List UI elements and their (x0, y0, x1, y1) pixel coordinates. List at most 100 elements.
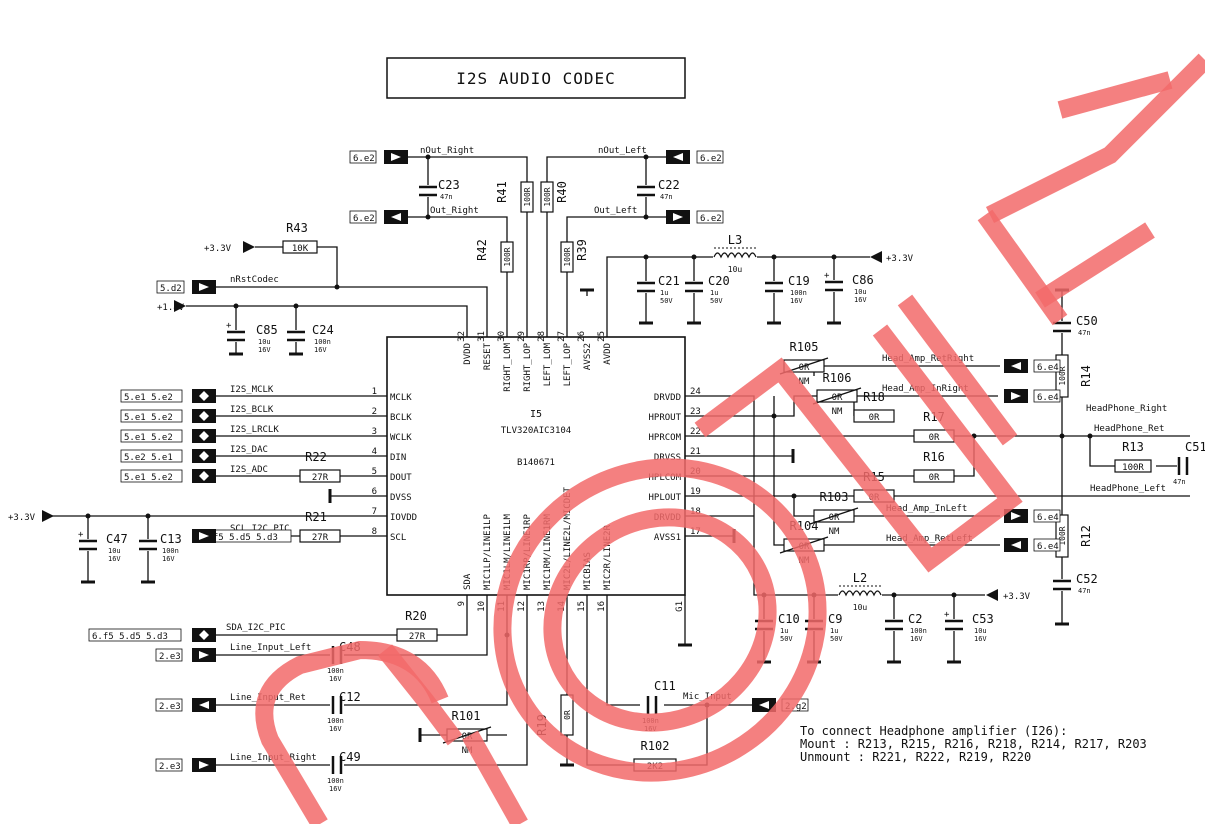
ic-pin-name: LEFT_LOP (563, 342, 573, 386)
svg-text:10u: 10u (728, 265, 743, 274)
net-adc: I2S_ADC (230, 465, 268, 475)
resistor-r21: 27R R21 (299, 510, 341, 543)
ic-code: B140671 (517, 458, 555, 468)
note-line-1: To connect Headphone amplifier (I26): (800, 724, 1067, 738)
ic-pin-name: RIGHT_LOM (503, 342, 513, 391)
ic-pin-name: HPLCOM (648, 473, 681, 483)
offpage-mclk: 5.e1 5.e2 (120, 389, 216, 403)
svg-text:6.e4: 6.e4 (1037, 542, 1059, 552)
svg-text:47n: 47n (1078, 587, 1091, 595)
svg-text:C13: C13 (160, 532, 182, 546)
ic-pin-num: 32 (457, 331, 467, 342)
ic-pin-name: DRVSS (654, 453, 681, 463)
ic-pin-name: HPROUT (648, 413, 681, 423)
ic-pin-num: 21 (690, 447, 701, 457)
offpage-hamp-retleft: 6.e4 (1004, 538, 1061, 552)
svg-text:16V: 16V (329, 725, 342, 733)
svg-text:R102: R102 (641, 739, 670, 753)
svg-text:100R: 100R (1058, 526, 1067, 545)
offpage-line-left: 2.e3 (155, 648, 216, 662)
svg-text:100R: 100R (563, 247, 572, 266)
svg-text:NM: NM (832, 407, 843, 417)
offpage-scl: 6.f5 5.d5 5.d3 (192, 529, 292, 543)
net-out-left: Out_Left (594, 206, 637, 216)
ic-pin-num: 19 (690, 487, 701, 497)
svg-text:C12: C12 (339, 690, 361, 704)
net-out-right: Out_Right (430, 206, 479, 216)
ic-pin-name: MCLK (390, 393, 412, 403)
svg-text:1u: 1u (780, 627, 788, 635)
svg-text:2.e3: 2.e3 (159, 652, 181, 662)
svg-text:47n: 47n (440, 193, 453, 201)
svg-text:27R: 27R (312, 533, 329, 543)
svg-text:50V: 50V (830, 635, 843, 643)
ic-pin-num: 25 (597, 331, 607, 342)
svg-text:100R: 100R (503, 247, 512, 266)
svg-text:47n: 47n (660, 193, 673, 201)
svg-text:27R: 27R (409, 632, 426, 642)
ic-pin-name: DOUT (390, 473, 412, 483)
svg-text:R106: R106 (823, 371, 852, 385)
svg-text:10K: 10K (292, 244, 309, 254)
svg-text:R21: R21 (305, 510, 327, 524)
net-bclk: I2S_BCLK (230, 405, 274, 415)
svg-text:C47: C47 (106, 532, 128, 546)
net-line-left: Line_Input_Left (230, 643, 311, 653)
svg-text:2.e3: 2.e3 (159, 702, 181, 712)
svg-text:16V: 16V (790, 297, 803, 305)
ic-pin-name: MIC1LM/LINE1LM (503, 514, 513, 590)
svg-text:C21: C21 (658, 274, 680, 288)
svg-text:C85: C85 (256, 323, 278, 337)
ic-pin-name: DVDD (463, 343, 473, 365)
svg-text:50V: 50V (660, 297, 673, 305)
svg-text:10u: 10u (108, 547, 121, 555)
svg-text:100n: 100n (327, 777, 344, 785)
rail-label-33v-left: +3.3V (8, 513, 36, 523)
ic-pin-num: 29 (517, 331, 527, 342)
svg-text:C22: C22 (658, 178, 680, 192)
svg-text:5.e1 5.e2: 5.e1 5.e2 (124, 393, 173, 403)
svg-text:100n: 100n (327, 717, 344, 725)
ic-pin-num: 1 (372, 387, 377, 397)
ic-pin-name: DVSS (390, 493, 412, 503)
svg-text:C49: C49 (339, 750, 361, 764)
svg-text:R12: R12 (1079, 525, 1093, 547)
svg-text:2.g2: 2.g2 (785, 702, 807, 712)
svg-text:50V: 50V (780, 635, 793, 643)
ic-pin-num: 4 (372, 447, 377, 457)
ic-pins: 32DVDD31RESET30RIGHT_LOM29RIGHT_LOP28LEF… (372, 331, 701, 612)
svg-text:16V: 16V (329, 785, 342, 793)
svg-text:6.f5 5.d5 5.d3: 6.f5 5.d5 5.d3 (92, 632, 168, 642)
ic-pin-name: AVDD (603, 343, 613, 365)
svg-text:16V: 16V (854, 296, 867, 304)
svg-text:C20: C20 (708, 274, 730, 288)
ic-pin-name: IOVDD (390, 513, 417, 523)
svg-text:1u: 1u (710, 289, 718, 297)
offpage-line-right: 2.e3 (155, 758, 216, 772)
ic-pin-num: 13 (537, 601, 547, 612)
ic-pin-name: AVSS2 (583, 343, 593, 370)
offpage-lrclk: 5.e1 5.e2 (120, 429, 216, 443)
svg-text:6.e2: 6.e2 (353, 154, 375, 164)
ic-part: TLV320AIC3104 (501, 426, 571, 436)
svg-text:+: + (226, 321, 232, 331)
svg-text:6.e2: 6.e2 (700, 214, 722, 224)
ic-pin-num: 31 (477, 331, 487, 342)
svg-text:16V: 16V (329, 675, 342, 683)
svg-text:R39: R39 (575, 239, 589, 261)
svg-text:R41: R41 (495, 181, 509, 203)
svg-text:6.e4: 6.e4 (1037, 393, 1059, 403)
